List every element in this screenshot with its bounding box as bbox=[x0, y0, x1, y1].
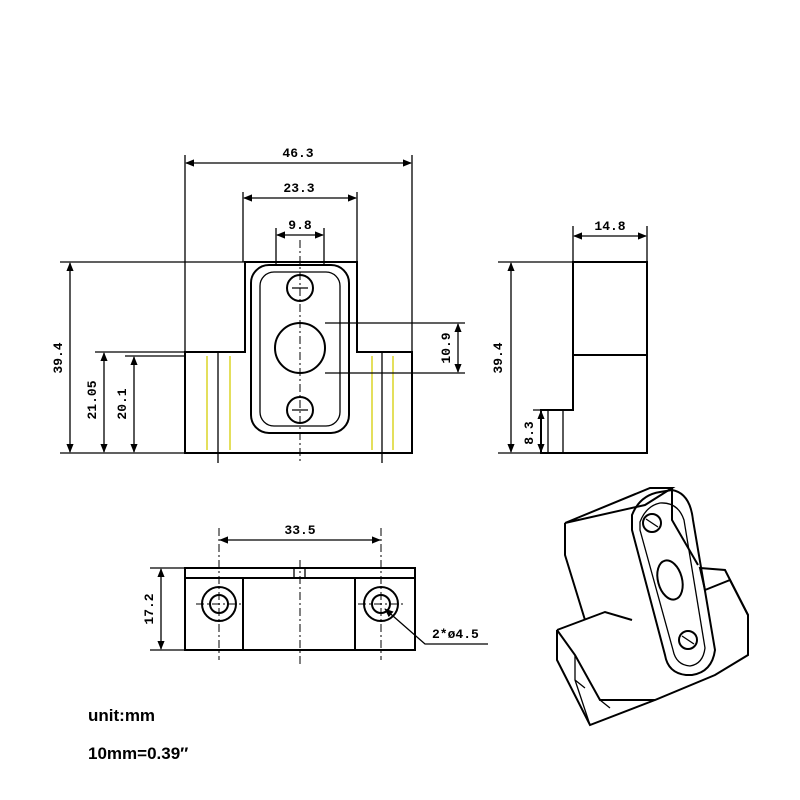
front-body-outline bbox=[184, 261, 413, 454]
front-view: 46.3 23.3 9.8 39.4 21.05 20.1 10.9 bbox=[51, 146, 465, 463]
side-body-outline bbox=[540, 261, 648, 454]
side-view: 14.8 39.4 8.3 bbox=[491, 219, 648, 454]
conversion-note: 10mm=0.39″ bbox=[88, 744, 189, 763]
dim-top-depth: 17.2 bbox=[142, 593, 157, 624]
hole-callout-leader bbox=[384, 608, 488, 645]
dim-top-hole-spacing: 33.5 bbox=[284, 523, 315, 538]
dim-front-width-holes: 9.8 bbox=[288, 218, 312, 233]
dim-side-height-base: 8.3 bbox=[522, 421, 537, 445]
iso-top-hole bbox=[642, 513, 662, 533]
hole-callout: 2*ø4.5 bbox=[432, 627, 479, 642]
isometric-view bbox=[556, 487, 749, 727]
iso-base bbox=[556, 566, 749, 727]
dim-front-width-slot: 23.3 bbox=[283, 181, 314, 196]
unit-note: unit:mm bbox=[88, 706, 156, 725]
iso-front-plate bbox=[631, 488, 717, 676]
dim-front-height-total: 39.4 bbox=[51, 342, 66, 373]
dim-front-height-step-a: 21.05 bbox=[85, 380, 100, 419]
dim-center-hole-diameter: 10.9 bbox=[439, 332, 454, 363]
dim-side-thickness: 14.8 bbox=[594, 219, 625, 234]
top-view: 33.5 17.2 2*ø4.5 bbox=[142, 523, 488, 665]
iso-bottom-hole bbox=[678, 630, 698, 650]
iso-center-hole bbox=[656, 559, 684, 601]
dim-side-height-total: 39.4 bbox=[491, 342, 506, 373]
dim-front-height-step-b: 20.1 bbox=[115, 388, 130, 419]
dim-front-width-total: 46.3 bbox=[282, 146, 313, 161]
